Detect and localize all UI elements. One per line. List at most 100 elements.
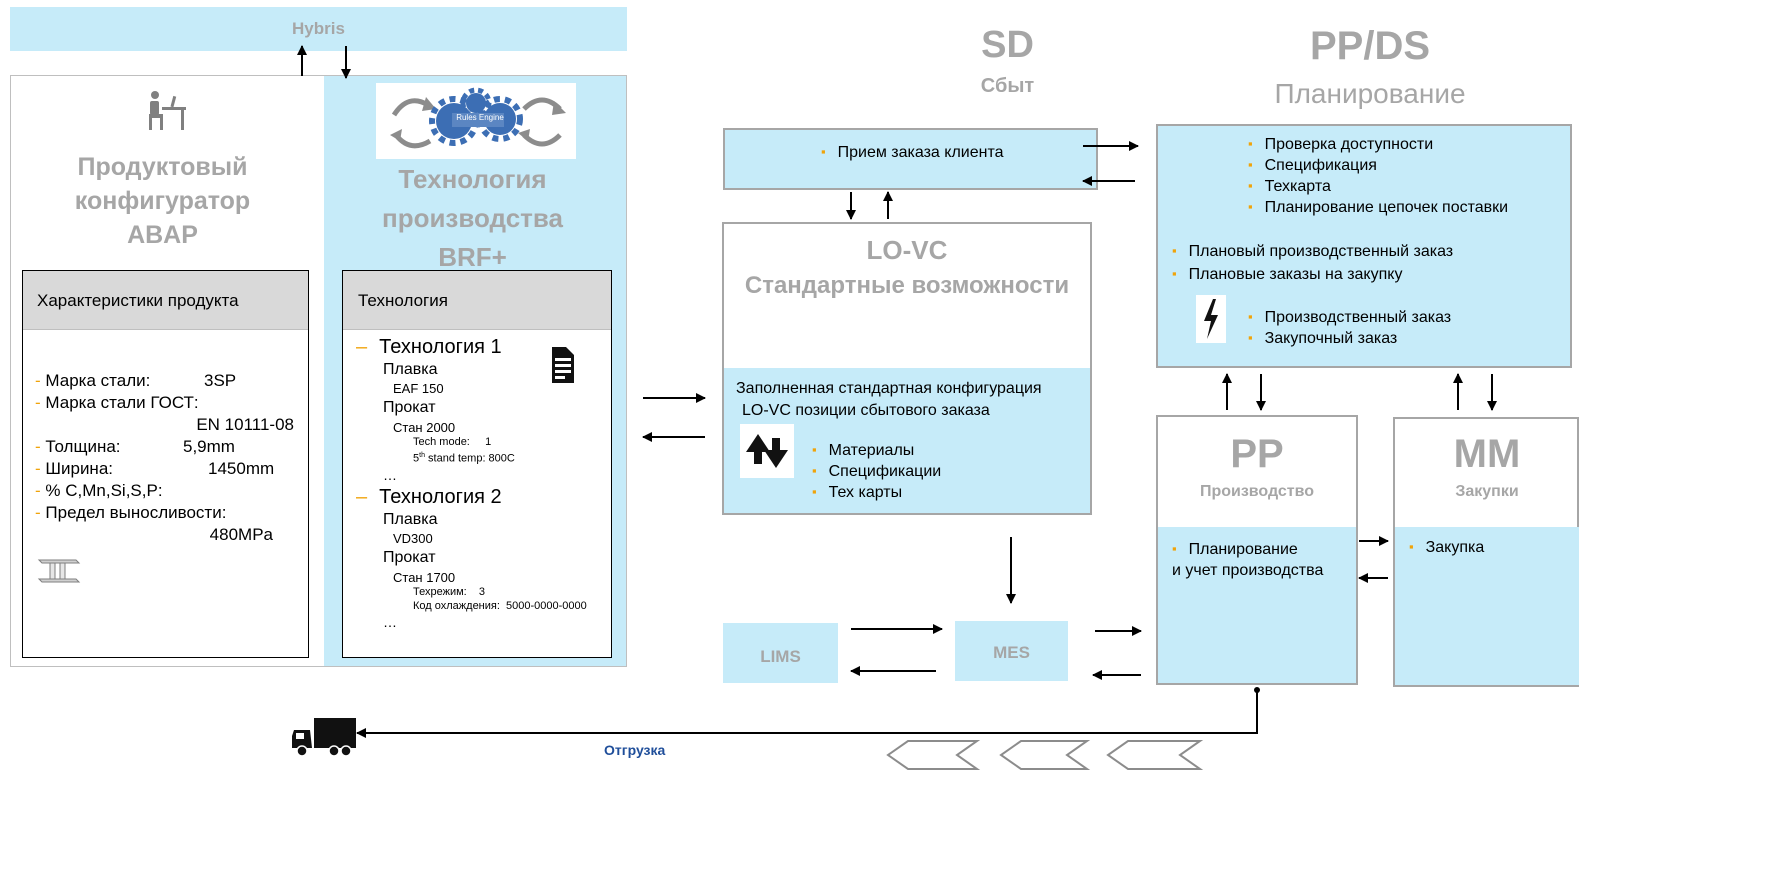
ppds-item: Закупочный заказ: [1248, 328, 1451, 349]
document-icon: [551, 346, 575, 384]
ppds-subtitle: Планирование: [1274, 78, 1466, 109]
lovc-text-line-2: LO-VC позиции сбытового заказа: [742, 402, 990, 419]
characteristic-row: EN 10111-08: [35, 414, 300, 436]
characteristic-row: - % C,Mn,Si,S,P:: [35, 481, 163, 500]
hybris-title: Hybris: [292, 19, 345, 38]
pp-text: Планирование и учет производства: [1172, 539, 1323, 581]
ppds-item: Производственный заказ: [1248, 307, 1452, 328]
melt-label: Плавка: [383, 510, 438, 528]
technology-1-name: Технология 1: [379, 336, 502, 358]
technology-title-line-2: производства: [381, 203, 563, 233]
sd-order-box: Прием заказа клиента: [723, 128, 1098, 190]
ppds-item: Проверка доступности: [1248, 134, 1508, 155]
characteristic-label: Предел выносливости:: [45, 503, 227, 522]
ppds-item: Планирование цепочек поставки: [1248, 197, 1508, 218]
technology-title-line-3: BRF+: [438, 242, 507, 272]
mes-box: MES: [955, 621, 1068, 681]
lovc-item: Спецификации: [812, 461, 942, 482]
characteristic-value: 3SP: [204, 371, 237, 390]
sd-order-item: Прием заказа клиента: [821, 144, 1096, 162]
lightning-icon: [1196, 295, 1226, 343]
characteristic-label: Толщина:: [45, 437, 121, 456]
technology-box: [342, 270, 612, 658]
ppds-title: PP/DS: [1309, 24, 1431, 68]
mm-subtitle: Закупки: [1455, 483, 1519, 500]
characteristic-row: - Марка стали:3SP: [35, 371, 237, 390]
tech-mode: Tech mode: 1: [413, 436, 492, 448]
lovc-title: LO-VC Стандартные возможности: [724, 232, 1090, 304]
technology-2-name: Технология 2: [379, 485, 502, 508]
technology-title-line-1: Технология: [398, 164, 547, 194]
mill-value: Стан 2000: [393, 420, 456, 435]
mm-title: MM: [1453, 432, 1521, 476]
sd-subtitle: Сбыт: [980, 75, 1035, 97]
characteristics-list: - Марка стали:3SP - Марка стали ГОСТ: EN…: [35, 370, 300, 546]
ppds-items-mid: Плановый производственный заказ Плановые…: [1172, 240, 1454, 286]
configurator-user-icon: [144, 90, 188, 134]
lovc-item: Материалы: [812, 440, 941, 461]
melt-value: EAF 150: [393, 381, 444, 396]
lovc-text: Заполненная стандартная конфигурация LO-…: [736, 378, 1086, 422]
characteristic-label: Марка стали ГОСТ:: [45, 393, 199, 412]
pp-item-line-1: Планирование: [1172, 539, 1323, 560]
characteristics-box: [22, 270, 309, 658]
configurator-title-line-2: конфигуратор: [74, 187, 251, 215]
characteristic-row: - Предел выносливости:: [35, 503, 227, 522]
characteristic-row: 480MPa: [35, 524, 300, 546]
characteristics-header-label: Характеристики продукта: [37, 291, 239, 310]
ppds-items-bottom: Производственный заказ Закупочный заказ: [1248, 307, 1452, 349]
characteristic-value: 1450mm: [208, 459, 275, 478]
shipment-label: Отгрузка: [604, 742, 666, 758]
technology-list: –Технология 1 Плавка EAF 150 Прокат Стан…: [356, 334, 611, 631]
characteristics-header: Характеристики продукта: [23, 271, 308, 330]
rules-engine-label: Rules Engine: [456, 113, 504, 122]
characteristic-row: - Марка стали ГОСТ:: [35, 393, 199, 412]
characteristic-label: Ширина:: [45, 459, 113, 478]
characteristic-label: Марка стали:: [45, 371, 151, 390]
ppds-item: Плановые заказы на закупку: [1172, 263, 1453, 286]
characteristic-row: - Толщина:5,9mm: [35, 437, 235, 456]
ppds-items-top: Проверка доступности Спецификация Техкар…: [1248, 134, 1508, 218]
rules-engine-image: Rules Engine: [376, 83, 576, 159]
ppds-item: Спецификация: [1248, 155, 1508, 176]
ellipsis: …: [383, 466, 397, 483]
stand-temp-number: 5: [413, 452, 420, 465]
ppds-item: Техкарта: [1248, 176, 1508, 197]
pp-subtitle: Производство: [1199, 483, 1315, 500]
lims-box: LIMS: [723, 623, 838, 683]
mm-item: Закупка: [1409, 539, 1485, 557]
mill-value: Стан 1700: [393, 569, 456, 585]
pp-title: PP: [1230, 432, 1284, 476]
characteristic-row: - Ширина:1450mm: [35, 459, 275, 478]
ppds-item: Плановый производственный заказ: [1172, 240, 1454, 263]
technology-title: Технология производства BRF+: [340, 160, 605, 277]
lovc-item: Тех карты: [812, 482, 941, 503]
characteristic-value: EN 10111-08: [196, 415, 294, 434]
technology-2: –Технология 2 Плавка VD300 Прокат Стан 1…: [356, 484, 611, 631]
characteristic-value: 5,9mm: [183, 437, 235, 456]
stand-temp: 5th stand temp: 800C: [413, 449, 611, 466]
lovc-title-line-2: Стандартные возможности: [744, 272, 1070, 299]
characteristic-label: % C,Mn,Si,S,P:: [45, 481, 163, 500]
characteristic-value: 480MPa: [209, 525, 273, 544]
mes-label: MES: [993, 643, 1030, 662]
stand-temp-superscript: th: [419, 452, 425, 459]
sd-title: SD: [981, 24, 1034, 66]
pp-item-line-2: и учет производства: [1172, 562, 1324, 579]
melt-value: VD300: [393, 530, 433, 546]
technology-header: Технология: [343, 271, 611, 330]
lovc-text-line-1: Заполненная стандартная конфигурация: [736, 380, 1042, 397]
lims-label: LIMS: [760, 647, 801, 666]
technology-header-label: Технология: [358, 291, 448, 310]
truck-icon: [290, 716, 360, 758]
technology-1: –Технология 1 Плавка EAF 150 Прокат Стан…: [356, 334, 611, 484]
melt-label: Плавка: [383, 361, 438, 378]
lovc-items: Материалы Спецификации Тех карты: [812, 440, 942, 503]
ellipsis: …: [383, 613, 397, 630]
lovc-title-line-1: LO-VC: [866, 235, 948, 265]
roll-label: Прокат: [383, 399, 436, 416]
roll-label: Прокат: [383, 548, 436, 566]
tech-mode: Техрежим: 3: [413, 585, 486, 598]
hybris-bar: Hybris: [10, 7, 627, 51]
